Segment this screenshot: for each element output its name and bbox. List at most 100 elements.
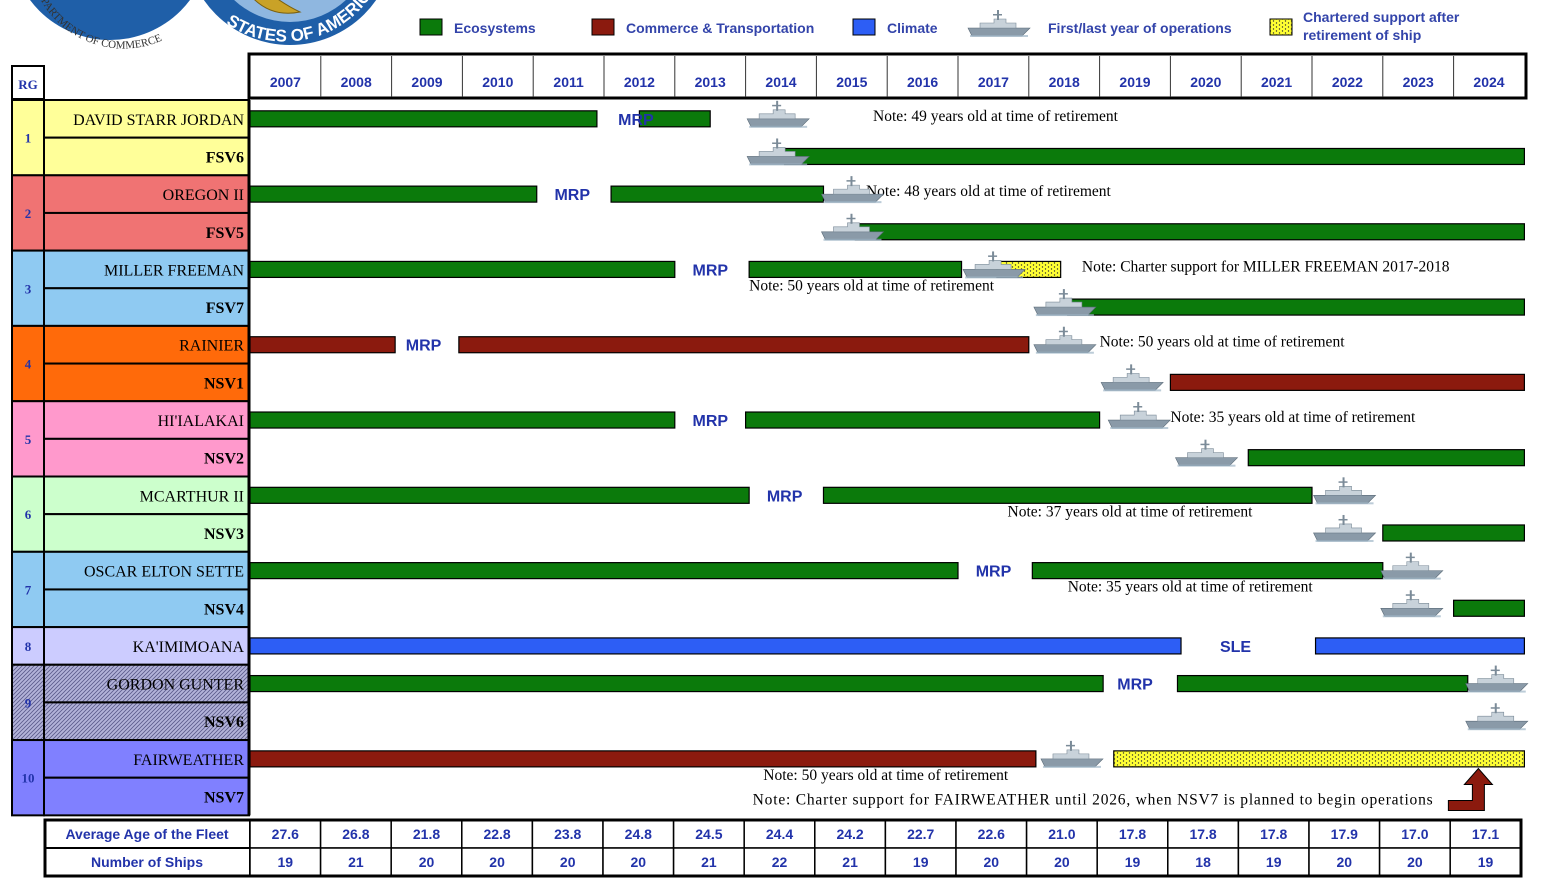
summary-value: 19 bbox=[1125, 854, 1141, 870]
summary-value: 24.8 bbox=[625, 826, 652, 842]
ship-hull bbox=[1033, 344, 1097, 354]
ship-icon bbox=[1040, 740, 1104, 768]
summary-value-cell bbox=[955, 819, 1028, 849]
rg-cell-1 bbox=[11, 99, 45, 177]
summary-value: 17.1 bbox=[1472, 826, 1499, 842]
ship-waterline bbox=[1315, 502, 1374, 505]
summary-value: 20 bbox=[560, 854, 576, 870]
bar-eco bbox=[610, 185, 825, 203]
ship-superstructure bbox=[1477, 674, 1515, 684]
summary-value: 17.9 bbox=[1331, 826, 1358, 842]
ship-icon bbox=[1465, 665, 1529, 693]
ship-waterline bbox=[1315, 539, 1374, 542]
timeline-row bbox=[1169, 373, 1526, 391]
ship-icon bbox=[1033, 289, 1097, 317]
rg-header-label: RG bbox=[18, 77, 38, 92]
rg-number: 10 bbox=[22, 771, 35, 786]
ship-hull bbox=[1380, 607, 1444, 617]
note-text: Note: 50 years old at time of retirement bbox=[763, 767, 1009, 784]
timeline-row: Note: 50 years old at time of retirement bbox=[249, 750, 1526, 784]
ship-waterline bbox=[1035, 351, 1094, 354]
bar-eco bbox=[249, 486, 750, 504]
note-text: Note: 37 years old at time of retirement bbox=[1008, 503, 1254, 520]
rg-number: 1 bbox=[25, 131, 32, 146]
summary-value: 21 bbox=[842, 854, 858, 870]
bar-gap-label: MRP bbox=[693, 413, 729, 430]
note-text: Note: 50 years old at time of retirement bbox=[749, 277, 995, 294]
ship-waterline bbox=[1382, 615, 1441, 618]
seal-left-ring bbox=[30, 0, 190, 40]
timeline-row: SLE bbox=[249, 637, 1526, 656]
ship-superstructure bbox=[1325, 523, 1362, 534]
summary-value: 26.8 bbox=[342, 826, 369, 842]
summary-value: 21.8 bbox=[413, 826, 440, 842]
bar-gap-label: MRP bbox=[976, 564, 1012, 581]
summary-value: 17.8 bbox=[1260, 826, 1287, 842]
ship-yard bbox=[1058, 293, 1068, 295]
summary-value-cell bbox=[743, 847, 816, 877]
vessel-name-cell bbox=[43, 324, 250, 365]
timeline-row: Note: Charter support for FAIRWEATHER un… bbox=[753, 767, 1494, 812]
legend-swatch bbox=[1269, 18, 1293, 36]
rg-cell-3 bbox=[11, 249, 45, 327]
ship-hull bbox=[1465, 720, 1529, 730]
ship-waterline bbox=[749, 163, 808, 166]
rg-cell-7 bbox=[11, 550, 45, 629]
vessel-name: FSV5 bbox=[206, 225, 244, 242]
rg-number: 3 bbox=[25, 281, 32, 296]
rg-number: 5 bbox=[25, 432, 32, 447]
ship-hull bbox=[967, 27, 1031, 37]
ship-superstructure bbox=[1392, 561, 1430, 571]
ship-waterline bbox=[1382, 577, 1441, 580]
bar-eco bbox=[1247, 449, 1526, 467]
bar-eco bbox=[1452, 599, 1525, 617]
note-text: Note: Charter support for MILLER FREEMAN… bbox=[1082, 258, 1450, 275]
vessel-name: NSV3 bbox=[204, 526, 244, 543]
legend-label-line: Chartered support after bbox=[1303, 9, 1460, 25]
year-header-2016: 2016 bbox=[907, 74, 938, 90]
ship-yard bbox=[1065, 744, 1075, 747]
summary-label: Number of Ships bbox=[91, 854, 203, 870]
ship-superstructure bbox=[833, 222, 870, 233]
note-text: Note: Charter support for FAIRWEATHER un… bbox=[753, 792, 1433, 809]
year-header-2020: 2020 bbox=[1190, 74, 1221, 90]
vessel-name-cell bbox=[43, 287, 250, 327]
bar-eco bbox=[249, 411, 676, 429]
rg-number: 8 bbox=[25, 639, 32, 654]
rg-number: 4 bbox=[25, 357, 32, 372]
ship-yard bbox=[1405, 556, 1415, 559]
ship-yard bbox=[1490, 707, 1500, 709]
legend-swatch bbox=[591, 18, 615, 36]
ship-hull bbox=[1100, 382, 1164, 391]
bar-gap-label: MRP bbox=[554, 187, 590, 204]
bar-gap-label: MRP bbox=[693, 262, 729, 279]
summary-value: 17.8 bbox=[1189, 826, 1216, 842]
legend-label: Ecosystems bbox=[454, 20, 536, 36]
ship-icon bbox=[746, 138, 810, 166]
ship-hull bbox=[1040, 758, 1104, 768]
summary-value: 21 bbox=[348, 854, 364, 870]
ship-hull bbox=[746, 156, 810, 165]
vessel-name: NSV4 bbox=[204, 601, 244, 618]
vessel-name: DAVID STARR JORDAN bbox=[73, 112, 244, 129]
timeline-row bbox=[1452, 599, 1525, 617]
ship-superstructure bbox=[1325, 486, 1362, 496]
year-header-2021: 2021 bbox=[1261, 74, 1292, 90]
ship-yard bbox=[988, 255, 998, 257]
vessel-name: OREGON II bbox=[163, 187, 244, 204]
timeline-row bbox=[783, 147, 1525, 166]
bar-eco bbox=[249, 562, 959, 580]
bar-gap-label: MRP bbox=[618, 112, 654, 129]
ship-yard bbox=[846, 217, 856, 220]
summary-value-cell bbox=[319, 847, 392, 877]
ship-icon bbox=[967, 10, 1031, 37]
ship-superstructure bbox=[1045, 335, 1083, 346]
summary-value: 20 bbox=[631, 854, 647, 870]
ship-waterline bbox=[1467, 690, 1526, 693]
year-header-2009: 2009 bbox=[411, 74, 442, 90]
vessel-name: NSV1 bbox=[204, 375, 244, 392]
legend-swatch bbox=[419, 18, 443, 36]
